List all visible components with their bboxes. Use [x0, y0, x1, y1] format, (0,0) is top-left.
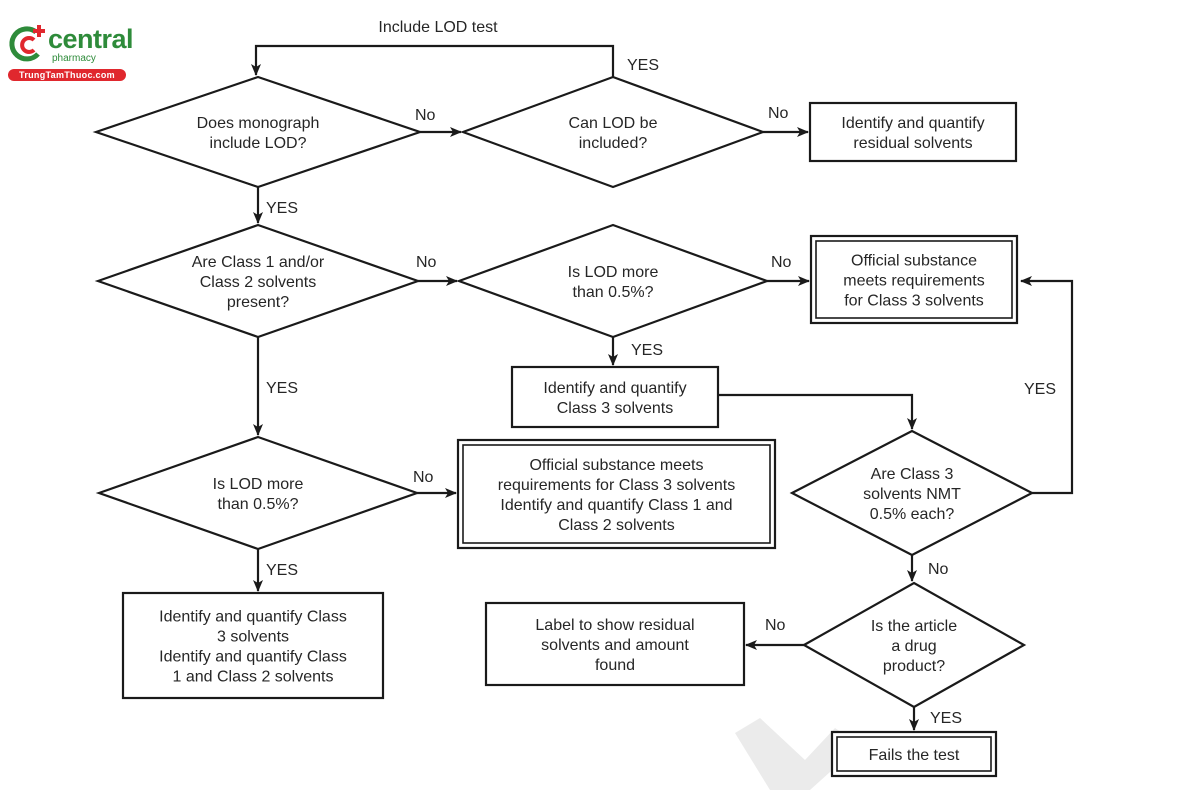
edge-label-yes: YES — [266, 380, 298, 397]
node-t-fails: Fails the test — [830, 730, 998, 778]
node-text-line: included? — [579, 135, 648, 152]
node-text-line: Is the article — [871, 618, 957, 635]
decision-shape — [92, 75, 424, 189]
decision-shape — [94, 223, 422, 339]
process-shape — [808, 101, 1018, 163]
node-text-line: Official substance — [851, 253, 977, 270]
node-text-line: Identify and quantify Class — [159, 609, 347, 626]
node-text-line: Is LOD more — [213, 476, 304, 493]
brand-subtitle: pharmacy — [52, 53, 96, 64]
edge-label-yes: YES — [627, 57, 659, 74]
node-text-line: Identify and quantify — [841, 115, 984, 132]
edge-label-yes: YES — [1024, 381, 1056, 398]
node-p-identify-residual: Identify and quantify residual solvents — [808, 101, 1018, 163]
decision-shape — [455, 223, 771, 339]
edge-label-no: No — [771, 254, 792, 271]
edge-label-no: No — [765, 617, 786, 634]
decision-shape — [459, 75, 767, 189]
node-p-label-residual: Label to show residual solvents and amoun… — [484, 601, 746, 687]
edge-label-no: No — [415, 107, 436, 124]
edge-label-no: No — [928, 561, 949, 578]
node-text-line: than 0.5%? — [218, 496, 299, 513]
node-text-line: Class 2 solvents — [558, 517, 675, 534]
edge-label-no: No — [416, 254, 437, 271]
process-shape — [484, 601, 746, 687]
terminal-outer-border — [809, 234, 1019, 325]
node-text-line: include LOD? — [210, 135, 307, 152]
edge-q-class3-nmt-to-t-meets-class3 — [1020, 276, 1074, 495]
node-text-line: 1 and Class 2 solvents — [173, 669, 334, 686]
edge-label-yes: YES — [266, 200, 298, 217]
brand-name: central — [48, 24, 134, 54]
brand-website: TrungTamThuoc.com — [8, 69, 126, 81]
node-text-line: a drug — [891, 638, 936, 655]
node-text-line: meets requirements — [843, 273, 984, 290]
process-shape — [510, 365, 720, 429]
node-text-line: Does monograph — [197, 115, 320, 132]
edge-label-yes: YES — [266, 562, 298, 579]
node-text-line: Identify and quantify — [543, 380, 686, 397]
node-text-line: Class 2 solvents — [200, 274, 317, 291]
node-text-line: solvents NMT — [863, 486, 961, 503]
node-t-meets-class3-identify12: Official substance meets requirements for… — [456, 438, 777, 550]
terminal-outer-border — [456, 438, 777, 550]
node-text-line: Official substance meets — [529, 457, 703, 474]
edge-label-yes: YES — [930, 710, 962, 727]
edges — [251, 44, 1074, 731]
node-text-line: residual solvents — [853, 135, 972, 152]
decision-shape — [95, 435, 421, 551]
node-text-line: 0.5% each? — [870, 506, 955, 523]
node-text-line: solvents and amount — [541, 637, 689, 654]
decision-shape — [789, 429, 1035, 557]
node-text-line: present? — [227, 294, 289, 311]
node-text-line: Class 3 solvents — [557, 400, 674, 417]
node-text-line: Are Class 1 and/or — [192, 254, 325, 271]
node-text-line: Identify and quantify Class — [159, 649, 347, 666]
node-q-lod-more-top: Is LOD more than 0.5%? — [455, 223, 771, 339]
node-text-line: Fails the test — [869, 747, 960, 764]
edge-label-no: No — [413, 469, 434, 486]
terminal-inner-border — [462, 444, 771, 544]
loop-label: Include LOD test — [378, 19, 498, 36]
edge-label-yes: YES — [631, 342, 663, 359]
edge-q-can-lod-to-q-monograph-lod — [251, 44, 615, 77]
node-text-line: Is LOD more — [568, 264, 659, 281]
nodes: Does monograph include LOD? Can LOD be incl… — [92, 75, 1035, 778]
brand-logo: central pharmacy TrungTamThuoc.com — [8, 22, 134, 82]
node-q-lod-more-left: Is LOD more than 0.5%? — [95, 435, 421, 551]
node-q-class3-nmt: Are Class 3 solvents NMT 0.5% each? — [789, 429, 1035, 557]
node-t-meets-class3: Official substance meets requirements for … — [809, 234, 1019, 325]
watermark-mark — [735, 718, 860, 790]
terminal-outer-border — [830, 730, 998, 778]
terminal-inner-border — [815, 240, 1013, 319]
node-q-drug-product: Is the article a drug product? — [801, 581, 1027, 709]
edge-p-identify-class3-to-q-class3-nmt — [718, 393, 917, 430]
node-text-line: Identify and quantify Class 1 and — [500, 497, 732, 514]
node-text-line: Can LOD be — [569, 115, 658, 132]
node-text-line: 3 solvents — [217, 629, 289, 646]
decision-shape — [801, 581, 1027, 709]
node-text-line: found — [595, 657, 635, 674]
node-text-line: requirements for Class 3 solvents — [498, 477, 735, 494]
edge-label-no: No — [768, 105, 789, 122]
node-q-monograph-lod: Does monograph include LOD? — [92, 75, 424, 189]
node-text-line: than 0.5%? — [573, 284, 654, 301]
node-text-line: product? — [883, 658, 945, 675]
terminal-inner-border — [836, 736, 992, 772]
node-q-can-lod: Can LOD be included? — [459, 75, 767, 189]
node-text-line: for Class 3 solvents — [844, 293, 984, 310]
pharmacy-cross-icon — [9, 25, 45, 62]
node-text-line: Are Class 3 — [871, 466, 954, 483]
process-shape — [121, 591, 385, 700]
node-text-line: Label to show residual — [535, 617, 694, 634]
